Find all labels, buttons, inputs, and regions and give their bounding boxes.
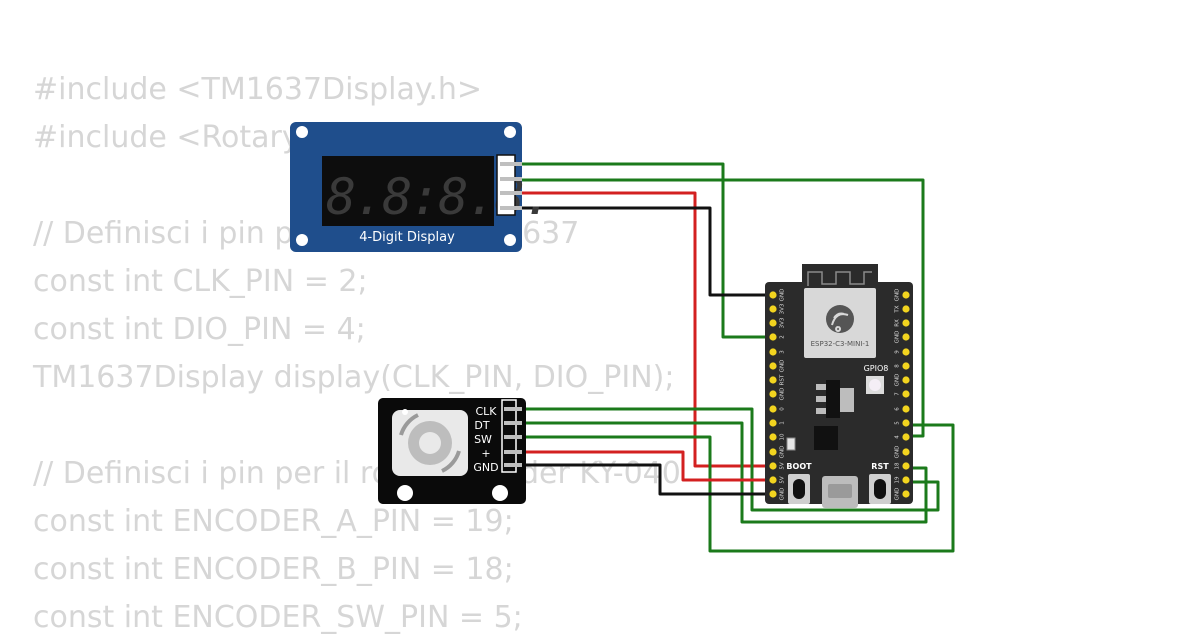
code-editor-background: #include <TM1637Display.h> #include <Rot…: [33, 66, 674, 642]
antenna-area: [802, 264, 878, 290]
code-line: const int ENCODER_A_PIN = 19;: [33, 504, 514, 539]
encoder-pin-label: CLK: [475, 405, 497, 418]
board-pin-label: 19: [895, 476, 901, 483]
wires: [518, 162, 955, 553]
encoder-pin-label: SW: [474, 433, 492, 446]
board-pin-label: RST: [780, 374, 786, 385]
code-line: // Definisci i pin p: [33, 216, 294, 251]
mounting-hole-icon: [402, 409, 408, 415]
wire-encoder-sw[interactable]: [518, 423, 955, 553]
code-line: #include <Rotary: [33, 120, 300, 155]
code-line: const int DIO_PIN = 4;: [33, 312, 366, 347]
board-pin-label: 5V: [780, 476, 786, 483]
board-pin-label: GND: [780, 388, 786, 401]
usb-chip: [814, 426, 838, 450]
voltage-regulator: [826, 380, 840, 418]
board-pin-label: GND: [780, 488, 786, 501]
wire-display-gnd[interactable]: [518, 206, 775, 297]
right-pin-row: [902, 291, 910, 498]
wire-display-clk[interactable]: [518, 162, 775, 339]
led-label: GPIO8: [864, 364, 889, 373]
rotate-arrow-icon: [399, 413, 419, 436]
seven-segment-digits: 8.8:8.8.: [326, 168, 551, 226]
board-pin-label: GND: [895, 446, 901, 459]
code-line: #include <TM1637Display.h>: [33, 72, 483, 107]
display-label: 4-Digit Display: [359, 230, 455, 245]
module-label: ESP32-C3-MINI-1: [811, 340, 870, 348]
board-pin-label: RX: [895, 319, 901, 327]
code-fragment: der KY-040: [520, 456, 681, 491]
board-pin-label: 5V: [780, 462, 786, 469]
antenna-icon: [807, 271, 872, 286]
mounting-hole-icon: [504, 234, 516, 246]
board-pin-label: 0: [780, 407, 786, 411]
wire-encoder-clk[interactable]: [518, 407, 940, 512]
pin-header-pins: [500, 162, 522, 210]
code-line: TM1637Display display(CLK_PIN, DIO_PIN);: [33, 360, 675, 395]
encoder-pin-label: GND: [473, 461, 498, 474]
encoder-pin-label: +: [481, 447, 490, 460]
board-pin-label: 6: [895, 407, 901, 411]
board-pin-label: 4: [895, 435, 901, 439]
board-pin-label: GND: [895, 331, 901, 344]
board-pin-label: 9: [895, 350, 901, 354]
pin-header: [496, 154, 516, 216]
board-pin-label: 5: [895, 421, 901, 425]
seven-segment-panel: [322, 156, 494, 226]
board-pin-label: 3V3: [780, 317, 786, 328]
espressif-logo-icon: [826, 305, 854, 333]
board-pin-label: 3V3: [780, 303, 786, 314]
wire-display-dio[interactable]: [518, 178, 925, 438]
ky040-rotary-encoder[interactable]: CLK DT SW + GND: [378, 398, 526, 504]
code-line: const int CLK_PIN = 2;: [33, 264, 368, 299]
wire-display-vcc[interactable]: [518, 191, 775, 468]
board-pin-label: 8: [895, 364, 901, 368]
board-pin-label: GND: [780, 360, 786, 373]
board-pin-label: GND: [895, 488, 901, 501]
board-pin-label: GND: [780, 289, 786, 302]
board-pin-label: 18: [895, 462, 901, 469]
code-line: const int ENCODER_SW_PIN = 5;: [33, 600, 523, 635]
rotate-arrow-icon: [441, 450, 461, 473]
board-pin-label: GND: [780, 446, 786, 459]
code-line: // Definisci i pin per il ro: [33, 456, 390, 491]
mounting-hole-icon: [492, 485, 508, 501]
board-pin-label: 10: [780, 433, 786, 440]
board-pin-label: 2: [780, 335, 786, 339]
mounting-hole-icon: [296, 234, 308, 246]
tm1637-display-module[interactable]: 8.8:8.8. 4-Digit Display: [290, 122, 553, 252]
wire-encoder-vcc[interactable]: [518, 450, 775, 482]
code-line: const int ENCODER_B_PIN = 18;: [33, 552, 514, 587]
wire-encoder-dt[interactable]: [518, 421, 928, 524]
board-pin-label: TX: [895, 305, 901, 313]
board-pin-label: 7: [895, 392, 901, 396]
encoder-pin-label: DT: [474, 419, 489, 432]
wire-encoder-gnd[interactable]: [518, 463, 775, 496]
rst-label: RST: [871, 462, 889, 471]
left-pin-row: [769, 291, 777, 498]
board-pin-label: 1: [780, 421, 786, 425]
mounting-hole-icon: [397, 485, 413, 501]
mounting-hole-icon: [504, 126, 516, 138]
board-pin-label: GND: [895, 374, 901, 387]
board-pin-label: GND: [895, 289, 901, 302]
esp32-c3-devkit-board[interactable]: ESP32-C3-MINI-1 GPIO8 BOOT RST: [765, 264, 913, 508]
boot-label: BOOT: [786, 462, 812, 471]
board-pin-label: 3: [780, 350, 786, 354]
mounting-hole-icon: [296, 126, 308, 138]
